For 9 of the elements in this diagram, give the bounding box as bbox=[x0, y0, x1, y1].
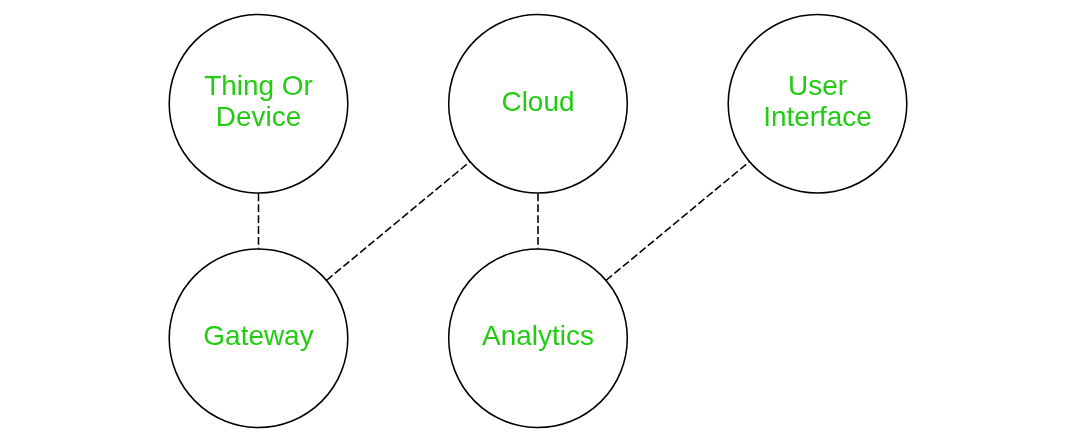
node-circle: User Interface bbox=[726, 13, 908, 194]
node-circle: Analytics bbox=[447, 248, 628, 429]
connector bbox=[257, 192, 259, 250]
connector bbox=[325, 161, 470, 282]
node-circle: Gateway bbox=[167, 248, 349, 429]
connector bbox=[536, 192, 539, 250]
node-circle: Thing Or Device bbox=[167, 13, 349, 194]
connector bbox=[604, 161, 750, 282]
node-circle: Cloud bbox=[447, 13, 628, 194]
